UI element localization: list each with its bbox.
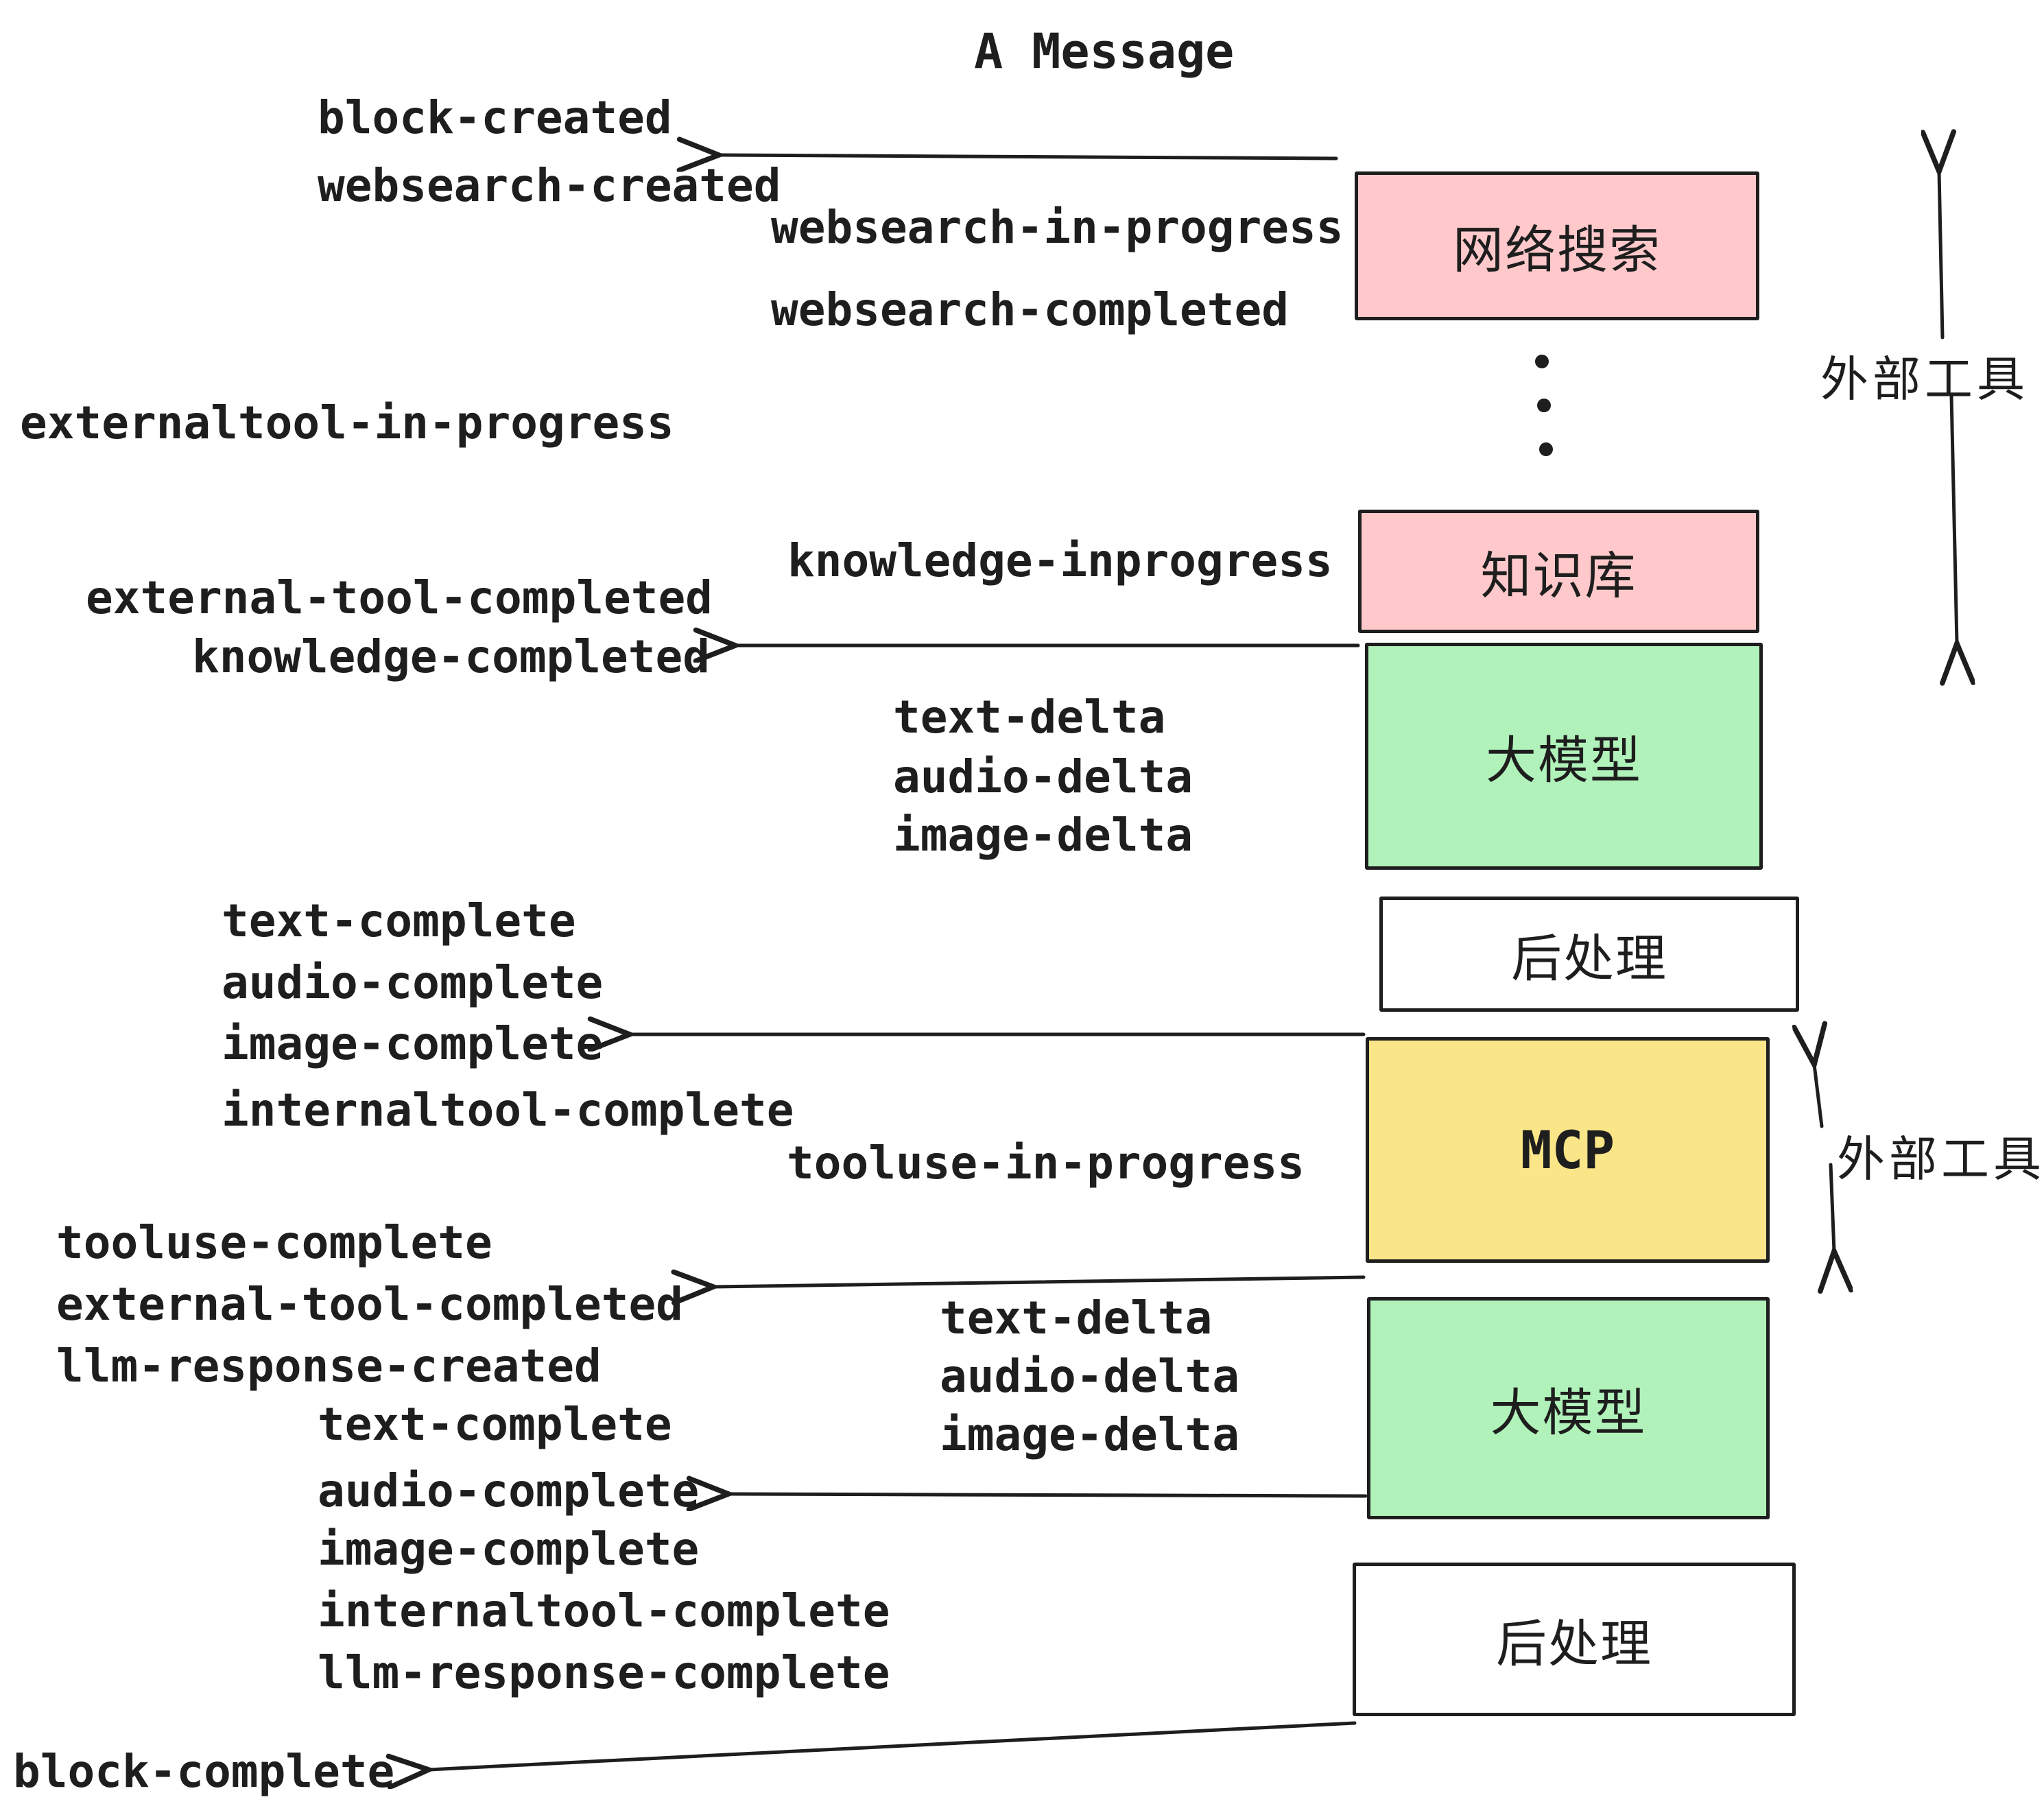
event-internaltool-complete-2: internaltool-complete	[318, 1585, 890, 1637]
event-audio-complete-2: audio-complete	[318, 1464, 700, 1517]
box-websearch-label: 网络搜索	[1453, 222, 1661, 278]
event-image-delta-2: image-delta	[940, 1408, 1240, 1461]
event-audio-complete-1: audio-complete	[222, 956, 604, 1009]
event-image-delta-1: image-delta	[893, 809, 1193, 862]
external-tools-label-top: 外部工具	[1820, 353, 2029, 406]
event-external-tool-completed-2: external-tool-completed	[56, 1278, 683, 1331]
event-tooluse-complete: tooluse-complete	[56, 1216, 492, 1269]
box-mcp: MCP	[1366, 1037, 1770, 1263]
event-text-delta-1: text-delta	[893, 691, 1166, 744]
box-llm-bottom-label: 大模型	[1490, 1384, 1647, 1441]
external-tools-up-arrow-mcp	[1814, 1065, 1822, 1128]
arrow-websearch-to-block-created	[719, 155, 1338, 158]
box-knowledge: 知识库	[1358, 510, 1759, 633]
box-post-top-label: 后处理	[1511, 929, 1667, 987]
box-post-top: 后处理	[1379, 897, 1799, 1012]
event-llm-response-created: llm-response-created	[56, 1340, 602, 1392]
box-websearch: 网络搜索	[1355, 171, 1759, 320]
external-tools-up-arrow-top	[1939, 171, 1942, 340]
event-image-complete-1: image-complete	[222, 1017, 604, 1070]
external-tools-down-arrow-top	[1951, 393, 1957, 643]
box-mcp-label: MCP	[1520, 1119, 1615, 1180]
event-block-complete: block-complete	[13, 1745, 395, 1798]
event-text-complete-2: text-complete	[318, 1398, 672, 1451]
external-tools-label-mcp: 外部工具	[1837, 1132, 2044, 1186]
event-block-created: block-created	[318, 91, 672, 144]
event-websearch-completed: websearch-completed	[771, 283, 1289, 336]
event-image-complete-2: image-complete	[318, 1523, 700, 1576]
box-llm-top-label: 大模型	[1486, 732, 1642, 789]
arrow-post2-to-block-complete	[429, 1721, 1357, 1770]
event-audio-delta-2: audio-delta	[940, 1350, 1240, 1403]
event-tooluse-in-progress: tooluse-in-progress	[787, 1137, 1305, 1189]
event-websearch-created: websearch-created	[318, 159, 781, 212]
event-internaltool-complete-1: internaltool-complete	[222, 1084, 794, 1137]
event-text-delta-2: text-delta	[940, 1292, 1213, 1344]
event-knowledge-completed: knowledge-completed	[192, 630, 710, 683]
event-externaltool-in-progress: externaltool-in-progress	[20, 396, 674, 449]
box-llm-bottom: 大模型	[1367, 1297, 1770, 1519]
external-tools-down-arrow-mcp	[1831, 1163, 1834, 1251]
event-text-complete-1: text-complete	[222, 894, 576, 947]
arrow-mcp-to-tooluse-complete	[713, 1277, 1366, 1287]
ellipsis-dots-icon	[1535, 355, 1553, 456]
event-websearch-in-progress: websearch-in-progress	[771, 201, 1344, 254]
box-knowledge-label: 知识库	[1480, 547, 1637, 604]
box-post-bottom: 后处理	[1353, 1563, 1796, 1716]
arrow-llm2-to-audio-complete	[728, 1494, 1368, 1496]
event-audio-delta-1: audio-delta	[893, 750, 1193, 803]
event-llm-response-complete: llm-response-complete	[318, 1646, 890, 1699]
event-knowledge-inprogress: knowledge-inprogress	[787, 534, 1333, 587]
page-title: A Message	[974, 23, 1235, 80]
box-post-bottom-label: 后处理	[1496, 1615, 1652, 1672]
box-llm-top: 大模型	[1365, 643, 1763, 870]
event-external-tool-completed-1: external-tool-completed	[86, 571, 713, 624]
